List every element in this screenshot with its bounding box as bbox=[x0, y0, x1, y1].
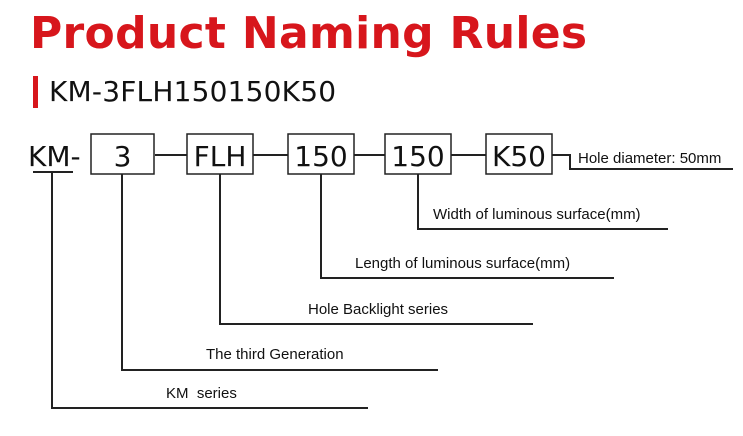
product-code-subtitle: KM-3FLH150150K50 bbox=[49, 75, 337, 108]
leader-prefix bbox=[51, 172, 368, 409]
segment-code-series: FLH bbox=[194, 140, 247, 173]
segment-code-length: 150 bbox=[294, 140, 347, 173]
label-prefix: KM series bbox=[166, 385, 237, 402]
label-hole: Hole diameter: 50mm bbox=[578, 150, 721, 167]
leader-generation bbox=[121, 174, 438, 371]
label-width: Width of luminous surface(mm) bbox=[433, 206, 641, 223]
segment-code-hole: K50 bbox=[492, 140, 546, 173]
leader-hole bbox=[552, 154, 733, 170]
leader-length bbox=[320, 174, 614, 279]
segment-code-generation: 3 bbox=[114, 140, 132, 173]
segment-box-hole bbox=[485, 133, 553, 175]
segment-box-generation bbox=[90, 133, 155, 175]
segment-code-width: 150 bbox=[391, 140, 444, 173]
page-title: Product Naming Rules bbox=[30, 8, 588, 59]
segment-box-series bbox=[186, 133, 254, 175]
label-series: Hole Backlight series bbox=[308, 301, 448, 318]
segment-box-width bbox=[384, 133, 452, 175]
label-length: Length of luminous surface(mm) bbox=[355, 255, 570, 272]
leader-width bbox=[417, 174, 668, 230]
label-generation: The third Generation bbox=[206, 346, 344, 363]
leader-series bbox=[219, 174, 533, 325]
prefix-code: KM- bbox=[28, 140, 81, 173]
subtitle-accent-bar bbox=[33, 76, 38, 108]
